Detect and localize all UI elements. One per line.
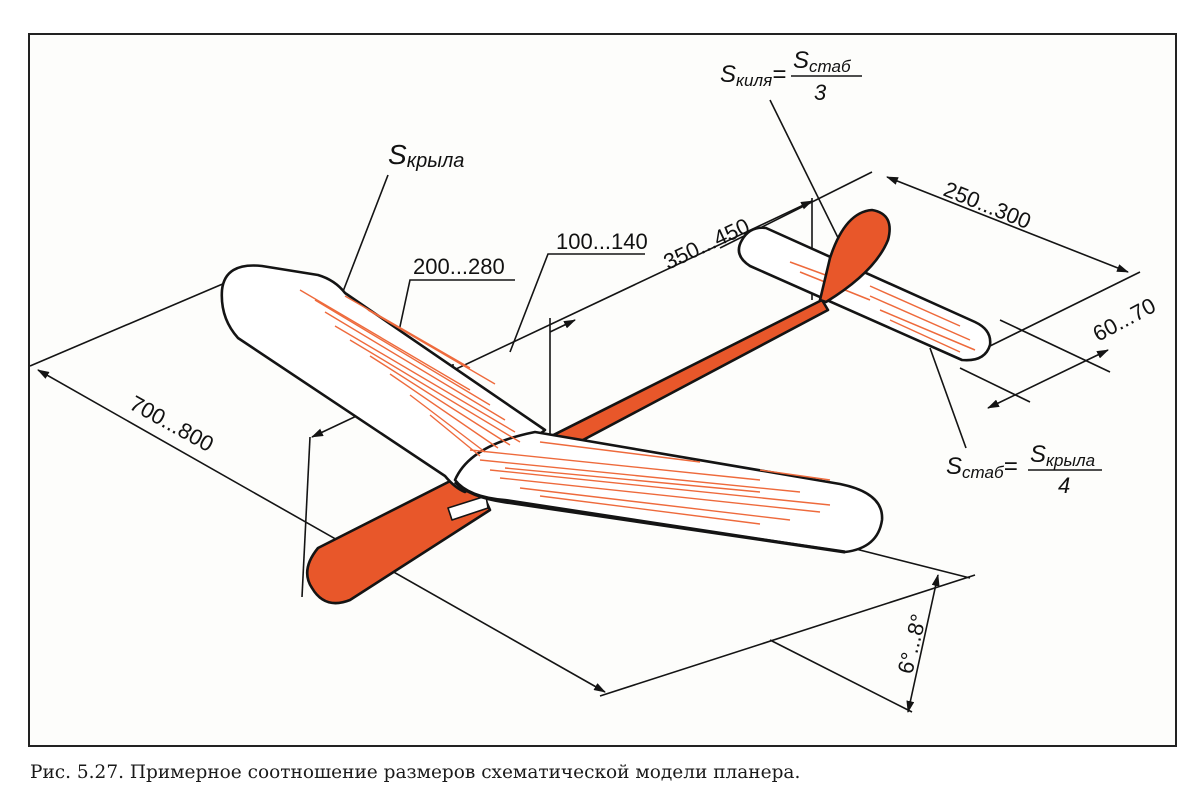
- dim-wingspan: 700...800: [126, 391, 218, 457]
- svg-text:Sкрыла: Sкрыла: [1030, 441, 1095, 470]
- dim-dihedral: 6°...8°: [893, 612, 932, 677]
- glider: [220, 208, 992, 605]
- stab-span-ext-b: [989, 271, 1141, 347]
- dim-350-450-tick: [549, 319, 576, 333]
- stab-span-dim-line: [886, 176, 1129, 273]
- leader-stab-area: [929, 347, 967, 449]
- svg-text:4: 4: [1058, 473, 1070, 498]
- stab-chord-dim-line: [987, 349, 1109, 409]
- leader-fin-area: [769, 99, 849, 259]
- label-stab-area: Sстаб= Sкрыла 4: [946, 441, 1102, 498]
- label-wing-area: Sкрыла: [388, 139, 464, 172]
- wing-leading-edge: [453, 480, 846, 554]
- leader-100-140: [509, 253, 645, 353]
- figure-caption: Рис. 5.27. Примерное соотношение размеро…: [30, 762, 801, 783]
- label-fin-area: Sкиля= Sстаб 3: [720, 47, 862, 105]
- dihedral-ext: [839, 544, 971, 579]
- svg-text:Sстаб=: Sстаб=: [946, 453, 1018, 482]
- wing-hatch: [299, 289, 831, 525]
- svg-text:Sстаб: Sстаб: [793, 47, 852, 76]
- wing-right: [453, 430, 884, 554]
- dim-nose-to-wing: 100...140: [556, 229, 648, 254]
- dim-stab-span: 250...300: [940, 176, 1034, 234]
- dim-stab-chord: 60...70: [1089, 293, 1160, 347]
- wingspan-ext-left: [29, 279, 233, 367]
- glider-diagram: 700...800 200...280 100...140 350...450 …: [29, 47, 1160, 713]
- dim-wing-chord: 200...280: [413, 254, 505, 279]
- dihedral-dim-line: [906, 574, 940, 713]
- stab-chord-ext-b: [999, 319, 1111, 373]
- dihedral-ext-b: [769, 639, 913, 713]
- svg-text:3: 3: [814, 80, 827, 105]
- nose-ext-line: [301, 436, 311, 598]
- svg-text:Sкиля=: Sкиля=: [720, 61, 786, 90]
- stab-chord-ext-a: [959, 367, 1031, 403]
- wingspan-dim-line: [37, 369, 606, 693]
- svg-text:Sкрыла: Sкрыла: [388, 139, 464, 172]
- stabilizer: [737, 226, 992, 362]
- fin: [818, 208, 891, 304]
- nose-slot: [447, 495, 489, 521]
